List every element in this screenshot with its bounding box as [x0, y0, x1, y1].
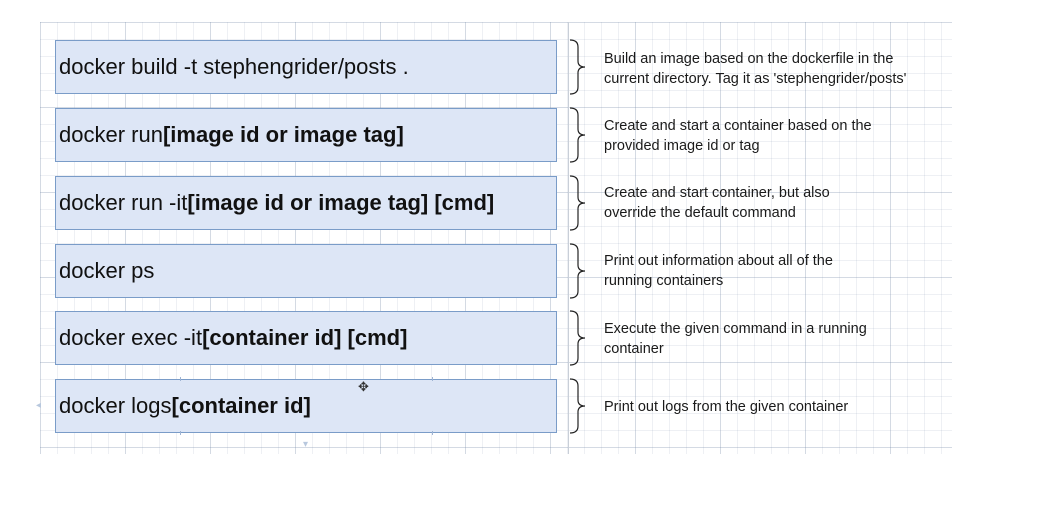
- command-box-exec[interactable]: docker exec -it [container id] [cmd]: [55, 311, 557, 365]
- description-line: override the default command: [604, 205, 796, 221]
- description-line: provided image id or tag: [604, 138, 760, 154]
- description-run-it[interactable]: Create and start container, but also ove…: [604, 183, 964, 223]
- command-text: docker run -it: [59, 190, 188, 215]
- curly-brace-icon: [569, 107, 586, 163]
- command-box-logs[interactable]: docker logs [container id]: [55, 379, 557, 433]
- command-argument: [container id] [cmd]: [202, 325, 408, 350]
- curly-brace-icon: [569, 243, 586, 299]
- command-argument: [container id]: [171, 393, 311, 418]
- connection-handle-bottom-icon[interactable]: ▾: [303, 439, 309, 450]
- description-line: current directory. Tag it as 'stephengri…: [604, 71, 907, 87]
- curly-brace-icon: [569, 378, 586, 434]
- curly-brace-icon: [569, 39, 586, 95]
- description-build[interactable]: Build an image based on the dockerfile i…: [604, 49, 964, 89]
- command-text: docker run: [59, 122, 163, 147]
- description-logs[interactable]: Print out logs from the given container: [604, 397, 964, 417]
- selection-tick: [180, 377, 181, 381]
- description-line: Print out logs from the given container: [604, 399, 849, 415]
- description-line: Create and start a container based on th…: [604, 118, 872, 134]
- curly-brace-icon: [569, 175, 586, 231]
- description-run[interactable]: Create and start a container based on th…: [604, 116, 964, 156]
- description-exec[interactable]: Execute the given command in a running c…: [604, 319, 964, 359]
- command-argument: [image id or image tag] [cmd]: [187, 190, 495, 215]
- command-text: docker exec -it: [59, 325, 203, 350]
- description-line: container: [604, 341, 664, 357]
- description-line: Build an image based on the dockerfile i…: [604, 51, 894, 67]
- command-box-build[interactable]: docker build -t stephengrider/posts .: [55, 40, 557, 94]
- selection-tick: [432, 377, 433, 381]
- curly-brace-icon: [569, 310, 586, 366]
- command-text: docker logs: [59, 393, 172, 418]
- column-divider: [568, 22, 569, 454]
- command-box-ps[interactable]: docker ps: [55, 244, 557, 298]
- description-line: running containers: [604, 273, 724, 289]
- command-box-run[interactable]: docker run [image id or image tag]: [55, 108, 557, 162]
- selection-tick: [432, 431, 433, 435]
- description-line: Execute the given command in a running: [604, 321, 867, 337]
- description-line: Create and start container, but also: [604, 185, 830, 201]
- connection-handle-left-icon[interactable]: ◂: [36, 400, 42, 411]
- command-text: docker ps: [59, 258, 155, 283]
- selection-tick: [180, 431, 181, 435]
- command-text: docker build -t stephengrider/posts .: [59, 54, 409, 79]
- move-cursor-icon: ✥: [358, 380, 369, 395]
- command-box-run-it[interactable]: docker run -it [image id or image tag] […: [55, 176, 557, 230]
- description-line: Print out information about all of the: [604, 253, 833, 269]
- command-argument: [image id or image tag]: [162, 122, 404, 147]
- description-ps[interactable]: Print out information about all of the r…: [604, 251, 964, 291]
